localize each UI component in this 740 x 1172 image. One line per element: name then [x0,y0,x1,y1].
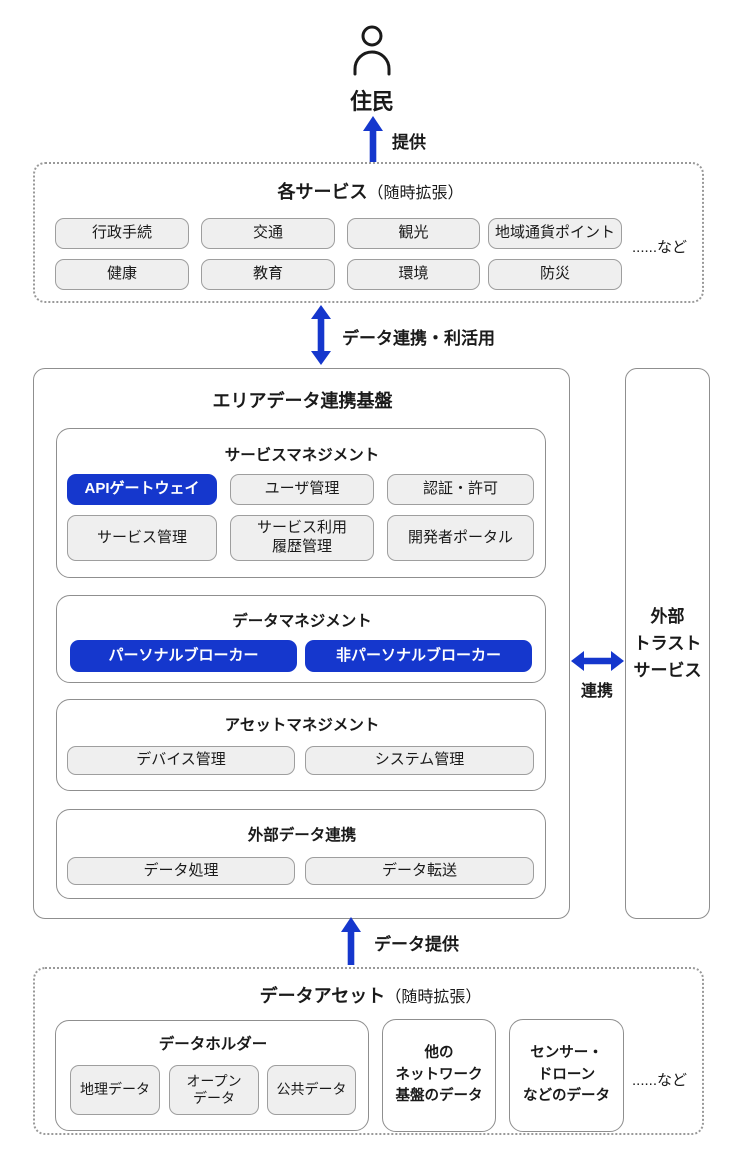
service-item-kotsu: 交通 [201,218,335,249]
api-gateway-node: APIゲートウェイ [67,474,217,505]
resident-label: 住民 [349,89,394,114]
external-data-link-box: 外部データ連携 データ処理 データ転送 [56,809,546,899]
data-provide-label: データ提供 [374,935,459,954]
data-holder-box: データホルダー 地理データ オープン データ 公共データ [55,1020,369,1131]
service-item-kankyo: 環境 [347,259,480,290]
data-assets-title-main: データアセット [259,986,386,1006]
data-link-arrow [311,305,331,365]
data-provide-arrow [341,917,361,965]
trust-link-arrow [571,651,624,671]
data-assets-etc: ......など [632,1072,688,1089]
provide-arrow-label: 提供 [392,133,426,152]
data-management-box: データマネジメント パーソナルブローカー 非パーソナルブローカー [56,595,546,683]
trust-link-label: 連携 [580,683,613,700]
data-link-label: データ連携・利活用 [342,329,495,348]
data-processing-node: データ処理 [67,857,295,885]
service-item-kyoiku: 教育 [201,259,335,290]
asset-management-box: アセットマネジメント デバイス管理 システム管理 [56,699,546,791]
device-management-node: デバイス管理 [67,746,295,775]
services-panel: 各サービス（随時拡張） 行政手続 交通 観光 地域通貨ポイント 健康 教育 環境… [33,162,704,303]
services-title: 各サービス（随時拡張） [35,178,706,204]
service-item-kenko: 健康 [55,259,189,290]
service-item-gyosei: 行政手続 [55,218,189,249]
asset-management-title: アセットマネジメント [224,717,380,734]
person-icon [349,24,395,81]
user-management-node: ユーザ管理 [230,474,374,505]
geo-data-node: 地理データ [70,1065,160,1115]
auth-permission-node: 認証・許可 [387,474,534,505]
personal-broker-node: パーソナルブローカー [70,640,297,672]
service-item-bosai: 防災 [488,259,622,290]
data-assets-title-suffix: （随時拡張） [385,989,482,1006]
service-mgmt-node: サービス管理 [67,515,217,561]
service-item-kanko: 観光 [347,218,480,249]
services-etc: ......など [632,239,688,256]
provide-arrow-up [363,116,383,162]
system-management-node: システム管理 [305,746,534,775]
non-personal-broker-node: 非パーソナルブローカー [305,640,532,672]
external-trust-box: 外部 トラスト サービス [625,368,710,919]
sensor-drone-data-box: センサー・ ドローン などのデータ [509,1019,624,1132]
services-title-main: 各サービス [277,182,368,202]
data-holder-title: データホルダー [158,1036,268,1053]
open-data-node: オープン データ [169,1065,259,1115]
data-assets-title: データアセット（随時拡張） [35,982,706,1008]
developer-portal-node: 開発者ポータル [387,515,534,561]
data-assets-panel: データアセット（随時拡張） データホルダー 地理データ オープン データ 公共デ… [33,967,704,1135]
data-transfer-node: データ転送 [305,857,534,885]
data-management-title: データマネジメント [232,613,372,630]
platform-title: エリアデータ連携基盤 [212,391,393,411]
service-item-point: 地域通貨ポイント [488,218,622,249]
services-title-suffix: （随時拡張） [367,185,464,202]
external-data-link-title: 外部データ連携 [247,827,357,844]
service-management-title: サービスマネジメント [224,447,380,464]
platform-panel: エリアデータ連携基盤 サービスマネジメント APIゲートウェイ ユーザ管理 認証… [33,368,570,919]
service-usage-history-node: サービス利用 履歴管理 [230,515,374,561]
other-network-data-box: 他の ネットワーク 基盤のデータ [382,1019,496,1132]
public-data-node: 公共データ [267,1065,356,1115]
service-management-box: サービスマネジメント APIゲートウェイ ユーザ管理 認証・許可 サービス管理 … [56,428,546,578]
